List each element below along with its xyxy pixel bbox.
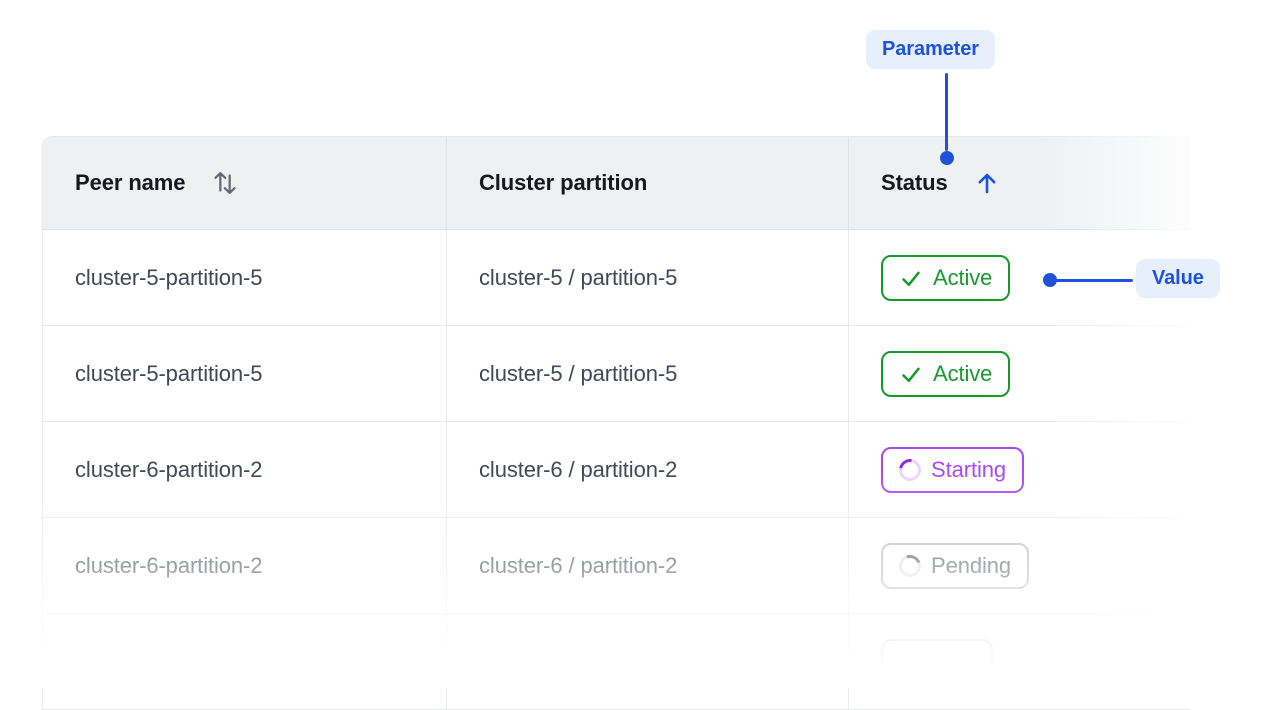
check-icon bbox=[902, 271, 920, 286]
status-label: Starting bbox=[931, 456, 1007, 482]
table-row: cluster-5-partition-5 cluster-5 / partit… bbox=[42, 326, 1190, 422]
column-header-status[interactable]: Status bbox=[848, 137, 1190, 229]
cluster-partition-cell: cluster-5 / partition-5 bbox=[446, 230, 848, 325]
cluster-partition-text: cluster-6 / partition-2 bbox=[479, 456, 678, 482]
parameter-connector-line bbox=[945, 73, 948, 151]
value-callout-label: Value bbox=[1136, 259, 1220, 298]
parameter-callout-label: Parameter bbox=[866, 30, 995, 69]
column-header-label: Cluster partition bbox=[479, 170, 648, 195]
column-header-cluster-partition[interactable]: Cluster partition bbox=[446, 137, 848, 229]
table-header-row: Peer name Cluster partition Status bbox=[42, 136, 1190, 230]
peer-name-cell: cluster-6-partition-2 bbox=[43, 422, 446, 517]
peer-name-cell: cluster-5-partition-5 bbox=[43, 326, 446, 421]
cluster-partition-text: cluster-5 / partition-5 bbox=[479, 264, 678, 290]
table-row: cluster-6-partition-2 cluster-6 / partit… bbox=[42, 518, 1190, 614]
spinner-icon bbox=[894, 454, 926, 485]
peer-name-cell: cluster-5-partition-5 bbox=[43, 230, 446, 325]
cluster-partition-cell: cluster-6 / partition-2 bbox=[446, 422, 848, 517]
cluster-partition-text: cluster-6 / partition-2 bbox=[479, 552, 678, 578]
status-label: Pending bbox=[931, 552, 1012, 578]
peer-name-text: cluster-5-partition-5 bbox=[75, 264, 263, 290]
peers-table: Peer name Cluster partition Status clust… bbox=[42, 136, 1190, 710]
cluster-partition-cell: cluster-6 / partition-2 bbox=[446, 518, 848, 613]
status-badge: Starting bbox=[881, 446, 1025, 493]
status-cell bbox=[848, 614, 1190, 709]
status-badge: Active bbox=[881, 350, 1011, 397]
status-label: Active bbox=[933, 264, 993, 290]
column-header-label: Peer name bbox=[75, 170, 186, 195]
peer-name-text: cluster-5-partition-5 bbox=[75, 360, 263, 386]
cluster-partition-cell: cluster-5 / partition-5 bbox=[446, 326, 848, 421]
table-row: cluster-6-partition-2 cluster-6 / partit… bbox=[42, 422, 1190, 518]
status-badge: Pending bbox=[881, 542, 1030, 589]
cluster-partition-cell bbox=[446, 614, 848, 709]
sort-ascending-icon bbox=[978, 173, 996, 194]
status-label: Active bbox=[933, 360, 993, 386]
column-header-peer-name[interactable]: Peer name bbox=[43, 137, 446, 229]
table-body: cluster-5-partition-5 cluster-5 / partit… bbox=[42, 230, 1190, 710]
column-header-label: Status bbox=[881, 170, 948, 195]
peer-name-text: cluster-6-partition-2 bbox=[75, 552, 263, 578]
peer-name-cell: cluster-6-partition-2 bbox=[43, 518, 446, 613]
status-cell: Active bbox=[848, 230, 1190, 325]
table-row: cluster-5-partition-5 cluster-5 / partit… bbox=[42, 230, 1190, 326]
sort-both-icon bbox=[214, 172, 237, 194]
table-row bbox=[42, 614, 1190, 710]
status-cell: Pending bbox=[848, 518, 1190, 613]
peer-name-text: cluster-6-partition-2 bbox=[75, 456, 263, 482]
status-badge: Active bbox=[881, 254, 1011, 301]
status-cell: Active bbox=[848, 326, 1190, 421]
peer-name-cell bbox=[43, 614, 446, 709]
parameter-connector-dot bbox=[940, 151, 954, 165]
status-cell: Starting bbox=[848, 422, 1190, 517]
cluster-partition-text: cluster-5 / partition-5 bbox=[479, 360, 678, 386]
value-connector-line bbox=[1055, 279, 1133, 282]
spinner-icon bbox=[895, 550, 925, 581]
status-badge bbox=[881, 638, 993, 685]
check-icon bbox=[902, 367, 920, 382]
